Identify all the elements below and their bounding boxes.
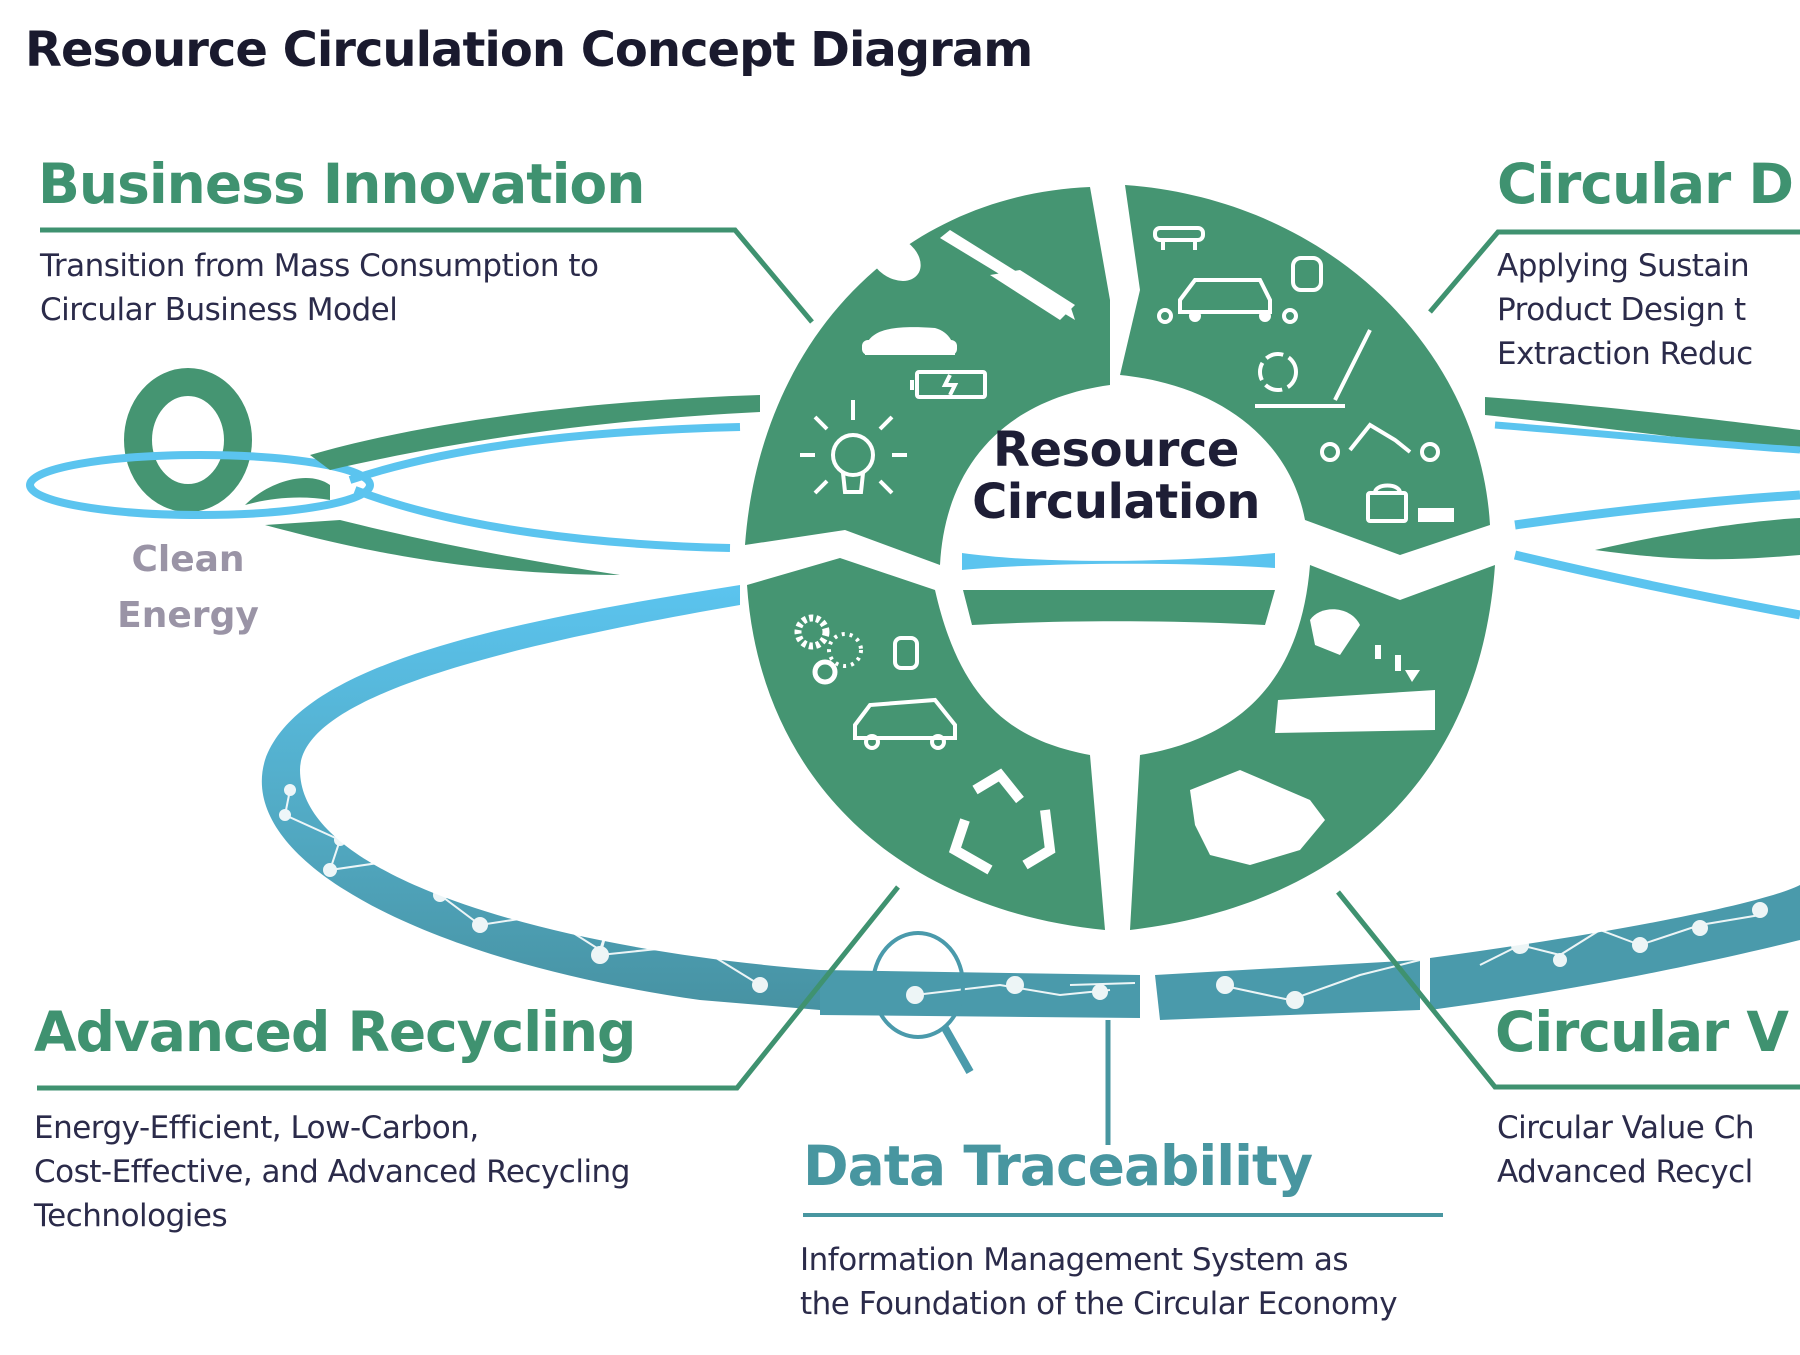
desc-line: Technologies — [34, 1198, 228, 1234]
desc-line: Product Design t — [1497, 292, 1746, 328]
page-title: Resource Circulation Concept Diagram — [25, 22, 1033, 78]
segment-advanced-recycling — [747, 558, 1105, 930]
assembly-line-icon — [1153, 226, 1205, 250]
recycle-icon — [1258, 352, 1298, 392]
desc-circular-value: Circular Value Ch Advanced Recycl — [1497, 1106, 1755, 1194]
callout-business-innovation — [40, 227, 814, 324]
car-icon — [862, 327, 957, 355]
heading-data-traceability: Data Traceability — [803, 1134, 1313, 1198]
callout-advanced-recycling — [37, 885, 900, 1091]
center-label: Resource Circulation — [956, 424, 1276, 528]
handshake-icon — [1190, 770, 1325, 865]
callout-circular-value — [1336, 890, 1800, 1090]
gears-icon — [794, 614, 919, 685]
battery-icon — [910, 370, 987, 399]
car-icon — [853, 697, 957, 750]
desc-line: Circular Business Model — [40, 292, 398, 328]
desc-line: Cost-Effective, and Advanced Recycling — [34, 1154, 630, 1190]
materials-icon — [1310, 609, 1420, 682]
truck-icon — [1275, 690, 1435, 733]
disassembly-icon — [1320, 422, 1440, 462]
desc-business-innovation: Transition from Mass Consumption to Circ… — [40, 244, 599, 332]
desc-line: Circular Value Ch — [1497, 1110, 1755, 1146]
clean-energy-line2: Energy — [117, 595, 259, 636]
center-label-line1: Resource — [993, 422, 1239, 478]
desc-advanced-recycling: Energy-Efficient, Low-Carbon, Cost-Effec… — [34, 1106, 630, 1238]
network-nodes-icon — [279, 784, 1768, 1009]
lightbulb-icon — [800, 400, 907, 495]
desc-circular-design: Applying Sustain Product Design t Extrac… — [1497, 244, 1753, 376]
heading-circular-value: Circular V — [1495, 1000, 1789, 1064]
heading-circular-design: Circular D — [1497, 152, 1794, 216]
components-icon — [1366, 483, 1454, 523]
desc-line: the Foundation of the Circular Economy — [800, 1286, 1398, 1322]
desc-line: Advanced Recycl — [1497, 1154, 1753, 1190]
callout-circular-design — [1428, 229, 1800, 314]
recycle-icon — [948, 768, 1056, 875]
clean-energy-label: Clean Energy — [88, 532, 288, 644]
traceability-loop — [261, 585, 1800, 1145]
center-label-line2: Circulation — [972, 474, 1260, 530]
desc-line: Energy-Efficient, Low-Carbon, — [34, 1110, 479, 1146]
resource-ring — [745, 185, 1495, 930]
desc-line: Applying Sustain — [1497, 248, 1750, 284]
heading-business-innovation: Business Innovation — [38, 152, 645, 216]
magnifier-icon — [871, 931, 974, 1074]
clean-energy-swoosh — [26, 368, 1800, 620]
desc-line: Transition from Mass Consumption to — [40, 248, 599, 284]
product-design-icon — [869, 230, 1075, 320]
clean-energy-line1: Clean — [131, 539, 245, 580]
desc-data-traceability: Information Management System as the Fou… — [800, 1238, 1398, 1326]
vehicle-parts-icon — [1157, 256, 1323, 324]
pen-icon — [1255, 329, 1372, 408]
desc-line: Information Management System as — [800, 1242, 1348, 1278]
heading-advanced-recycling: Advanced Recycling — [34, 1000, 636, 1064]
segment-circular-design — [1120, 185, 1490, 555]
desc-line: Extraction Reduc — [1497, 336, 1753, 372]
